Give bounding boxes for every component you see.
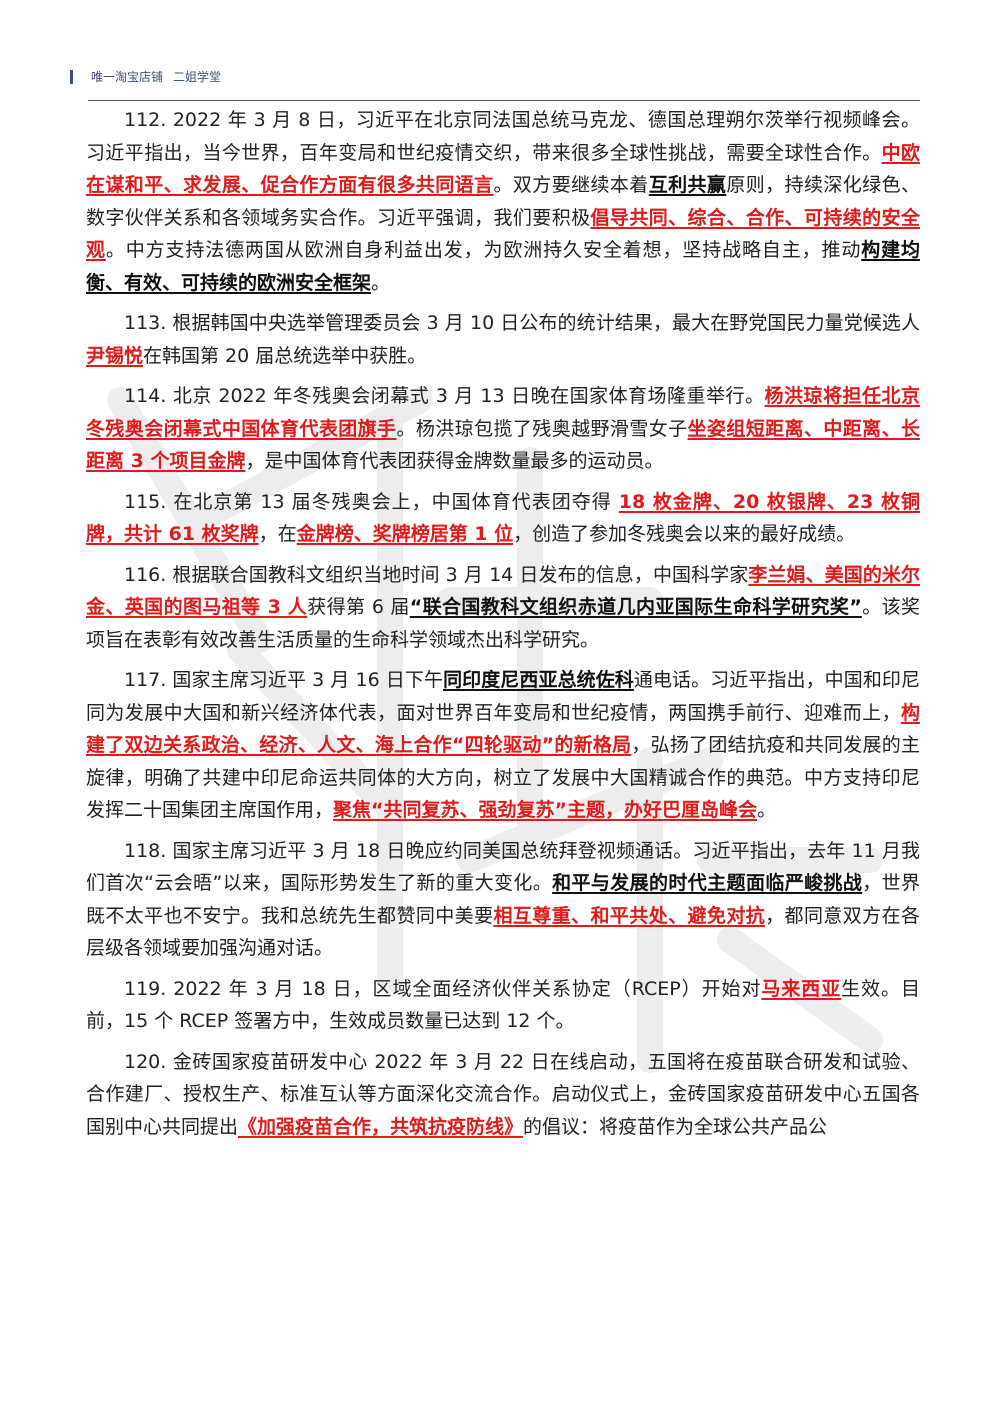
- paragraph-text: 根据韩国中央选举管理委员会 3 月 10 日公布的统计结果，最大在野党国民力量党…: [166, 312, 920, 334]
- paragraph-text: 国家主席习近平 3 月 18 日晚应约同美国总统拜登视频通话。习近平指出，去年 …: [86, 839, 920, 895]
- key-point-red: 尹锡悦: [86, 344, 144, 367]
- key-point-red: 马来西亚: [761, 977, 842, 1000]
- paragraph-text: 。: [757, 799, 777, 821]
- key-point-red: 中欧在谋和平、求发展、促合作方面有很多共同语言: [86, 141, 920, 197]
- paragraph-text: 根据联合国教科文组织当地时间 3 月 14 日发布的信息，中国科学家: [166, 563, 749, 586]
- key-point-red: 李兰娟、美国的米尔金、英国的图马祖等 3 人: [86, 563, 920, 619]
- key-point-black: 构建均衡、有效、可持续的欧洲安全框架: [86, 239, 920, 294]
- key-point-black: “联合国教科文组织赤道几内亚国际生命科学研究奖”: [409, 596, 862, 618]
- paragraph-number: 115.: [124, 490, 167, 513]
- paragraph-number: 116.: [124, 563, 167, 586]
- header-divider: [88, 100, 920, 101]
- header-accent-bar: [70, 69, 73, 84]
- news-paragraph: 116. 根据联合国教科文组织当地时间 3 月 14 日发布的信息，中国科学家李…: [86, 559, 920, 657]
- paragraph-number: 120.: [124, 1050, 167, 1073]
- paragraph-number: 114.: [124, 385, 167, 407]
- key-point-red: 18 枚金牌、20 枚银牌、23 枚铜牌，共计 61 枚奖牌: [86, 490, 920, 546]
- key-point-red: 聚焦“共同复苏、强劲复苏”主题，办好巴厘岛峰会: [333, 799, 757, 821]
- paragraph-text: 的倡议：将疫苗作为全球公共产品公: [523, 1115, 828, 1138]
- paragraph-number: 113.: [124, 312, 167, 334]
- paragraph-text: 。双方要继续本着: [493, 174, 649, 196]
- paragraph-text: 。中方支持法德两国从欧洲自身利益出发，为欧洲持久安全着想，坚持战略自主，推动: [105, 239, 862, 261]
- header-brand-label: 二姐学堂: [173, 70, 222, 84]
- paragraph-text: 2022 年 3 月 18 日，区域全面经济伙伴关系协定（RCEP）开始对: [166, 977, 762, 1000]
- news-paragraph: 119. 2022 年 3 月 18 日，区域全面经济伙伴关系协定（RCEP）开…: [86, 973, 920, 1038]
- news-paragraph: 115. 在北京第 13 届冬残奥会上，中国体育代表团夺得 18 枚金牌、20 …: [86, 486, 920, 551]
- paragraph-number: 117.: [124, 669, 167, 691]
- news-paragraph: 112. 2022 年 3 月 8 日，习近平在北京同法国总统马克龙、德国总理朔…: [86, 104, 920, 299]
- key-point-black: 互利共赢: [648, 174, 727, 196]
- news-paragraph: 118. 国家主席习近平 3 月 18 日晚应约同美国总统拜登视频通话。习近平指…: [86, 835, 920, 965]
- paragraph-text: 在韩国第 20 届总统选举中获胜。: [143, 344, 427, 367]
- paragraph-number: 112.: [124, 109, 167, 131]
- key-point-black: 和平与发展的时代主题面临严峻挑战: [552, 872, 863, 894]
- paragraph-text: ，世界既不太平也不安宁。我和总统先生都赞同中美要: [86, 872, 920, 927]
- key-point-red: 倡导共同、综合、合作、可持续的安全观: [86, 206, 920, 262]
- paragraph-text: 。杨洪琼包揽了残奥越野滑雪女子: [396, 417, 688, 440]
- paragraph-text: ，创造了参加冬残奥会以来的最好成绩。: [513, 523, 856, 545]
- news-paragraph: 120. 金砖国家疫苗研发中心 2022 年 3 月 22 日在线启动，五国将在…: [86, 1046, 920, 1144]
- key-point-red: 坐姿组短距离、中距离、长距离 3 个项目金牌: [86, 417, 920, 473]
- paragraph-text: ，是中国体育代表团获得金牌数量最多的运动员。: [245, 450, 664, 472]
- page-header: 唯一淘宝店铺 二姐学堂: [70, 68, 221, 85]
- key-point-red: 杨洪琼将担任北京冬残奥会闭幕式中国体育代表团旗手: [86, 385, 920, 440]
- paragraph-text: 在北京第 13 届冬残奥会上，中国体育代表团夺得: [166, 490, 619, 513]
- paragraph-text: ，在: [258, 523, 297, 545]
- paragraph-text: ，都同意双方在各层级各领域要加强沟通对话。: [86, 904, 920, 960]
- key-point-red: 相互尊重、和平共处、避免对抗: [493, 904, 766, 927]
- paragraph-text: 2022 年 3 月 8 日，习近平在北京同法国总统马克龙、德国总理朔尔茨举行视…: [86, 109, 920, 164]
- news-paragraph: 113. 根据韩国中央选举管理委员会 3 月 10 日公布的统计结果，最大在野党…: [86, 307, 920, 372]
- news-paragraph: 117. 国家主席习近平 3 月 16 日下午同印度尼西亚总统佐科通电话。习近平…: [86, 664, 920, 827]
- paragraph-text: 北京 2022 年冬残奥会闭幕式 3 月 13 日晚在国家体育场隆重举行。: [166, 385, 765, 407]
- paragraph-text: 通电话。习近平指出，中国和印尼同为发展中大国和新兴经济体代表，面对世界百年变局和…: [86, 669, 920, 724]
- key-point-red: 构建了双边关系政治、经济、人文、海上合作“四轮驱动”的新格局: [86, 701, 920, 757]
- paragraph-text: 金砖国家疫苗研发中心 2022 年 3 月 22 日在线启动，五国将在疫苗联合研…: [86, 1050, 920, 1138]
- paragraph-text: 原则，持续深化绿色、数字伙伴关系和各领域务实合作。习近平强调，我们要积极: [86, 174, 920, 229]
- article-body: 112. 2022 年 3 月 8 日，习近平在北京同法国总统马克龙、德国总理朔…: [86, 104, 920, 1151]
- header-shop-label: 唯一淘宝店铺: [91, 70, 164, 84]
- key-point-red: 金牌榜、奖牌榜居第 1 位: [296, 523, 514, 545]
- paragraph-text: 获得第 6 届: [307, 596, 410, 618]
- paragraph-text: 。该奖项旨在表彰有效改善生活质量的生命科学领域杰出科学研究。: [86, 596, 920, 651]
- paragraph-number: 118.: [124, 839, 167, 862]
- paragraph-text: ，弘扬了团结抗疫和共同发展的主旋律，明确了共建中印尼命运共同体的大方向，树立了发…: [86, 734, 920, 821]
- news-paragraph: 114. 北京 2022 年冬残奥会闭幕式 3 月 13 日晚在国家体育场隆重举…: [86, 380, 920, 478]
- key-point-black: 同印度尼西亚总统佐科: [443, 669, 634, 691]
- paragraph-number: 119.: [124, 977, 167, 1000]
- paragraph-text: 生效。目前，15 个 RCEP 签署方中，生效成员数量已达到 12 个。: [86, 977, 920, 1033]
- paragraph-text: 国家主席习近平 3 月 16 日下午: [166, 669, 444, 691]
- key-point-red: 《加强疫苗合作，共筑抗疫防线》: [238, 1115, 524, 1138]
- paragraph-text: 。: [371, 271, 391, 294]
